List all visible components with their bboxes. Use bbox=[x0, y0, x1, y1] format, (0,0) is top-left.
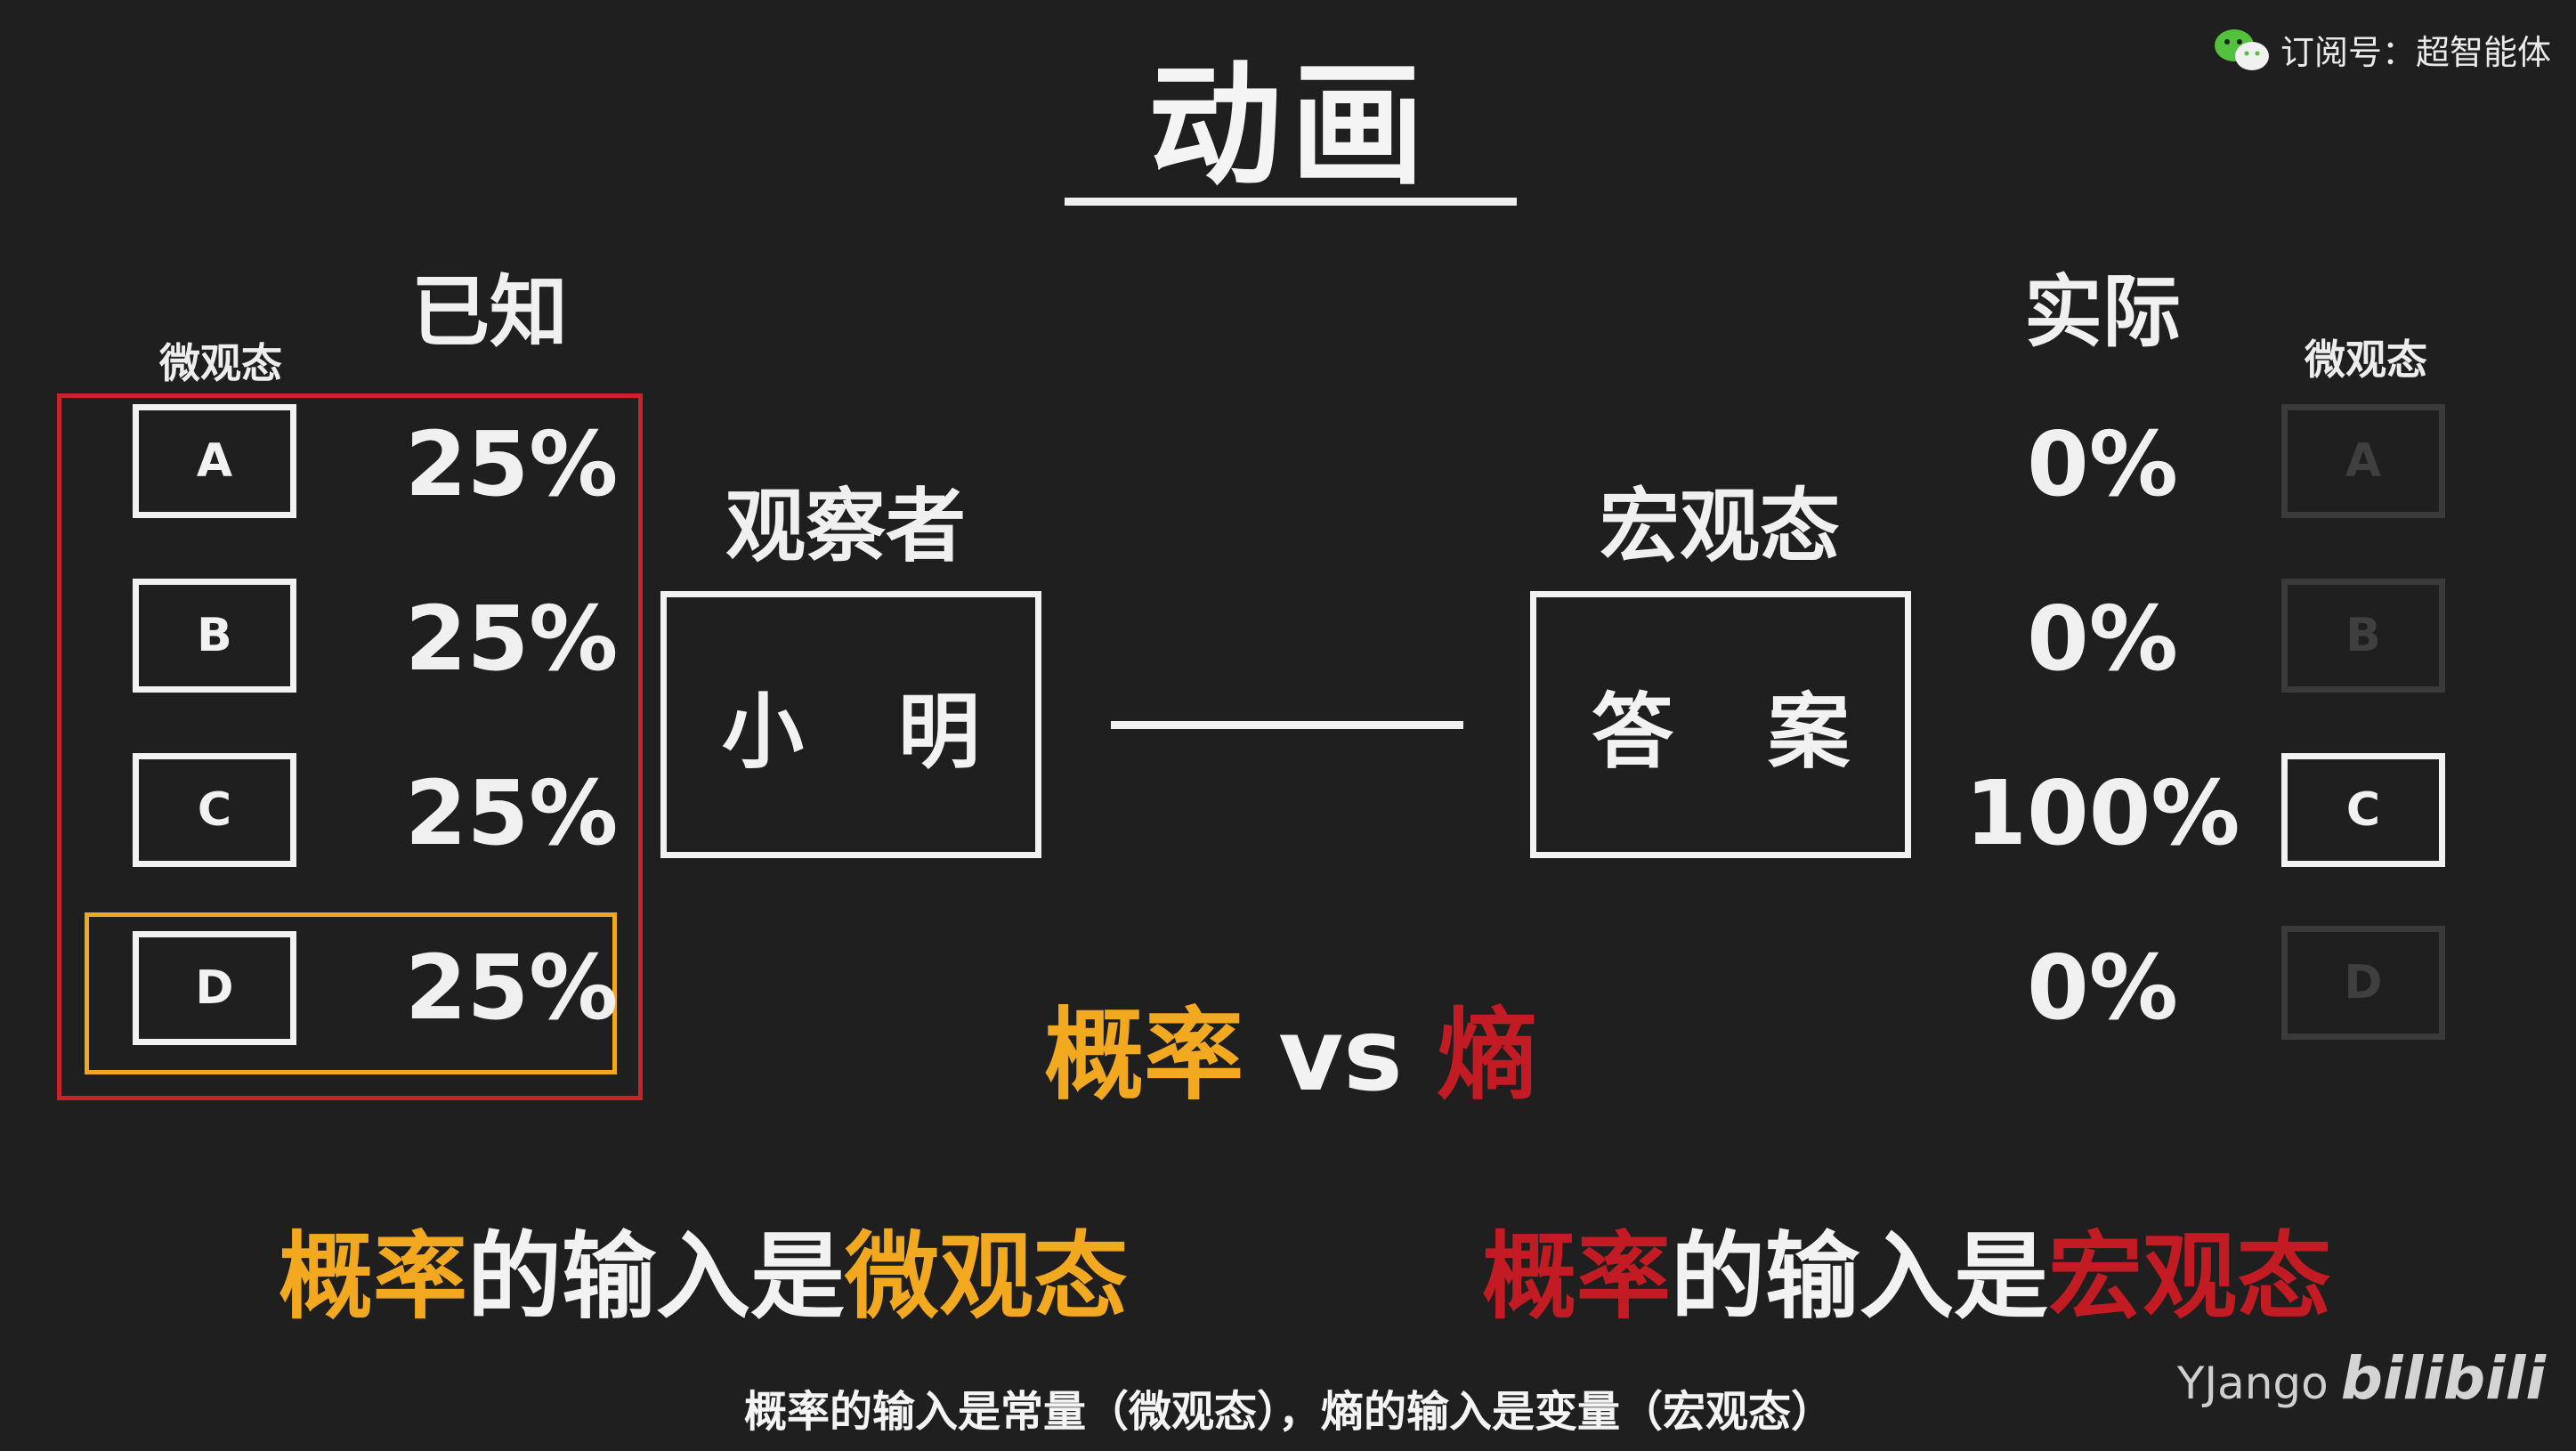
statement-right-c: 宏观态 bbox=[2048, 1222, 2331, 1332]
known-state-d-pct: 25% bbox=[405, 936, 619, 1040]
statement-right-b: 的输入是 bbox=[1671, 1222, 2048, 1332]
actual-state-c-pct: 100% bbox=[1964, 761, 2240, 865]
left-microstate-label: 微观态 bbox=[159, 339, 282, 387]
answer-char-2: 案 bbox=[1767, 684, 1850, 780]
wechat-icon bbox=[2213, 26, 2272, 74]
actual-heading: 实际 bbox=[2023, 266, 2182, 358]
statement-left: 概率的输入是微观态 bbox=[279, 1200, 1128, 1337]
statement-left-a: 概率 bbox=[279, 1222, 467, 1332]
vs-probability: 概率 bbox=[1044, 998, 1244, 1114]
actual-state-d-box: D bbox=[2281, 926, 2445, 1040]
wechat-text: 订阅号：超智能体 bbox=[2280, 33, 2551, 72]
vs-entropy: 熵 bbox=[1437, 998, 1537, 1114]
known-state-a-pct: 25% bbox=[405, 412, 619, 516]
observer-name-char-2: 明 bbox=[897, 684, 980, 780]
actual-state-b-box: B bbox=[2281, 579, 2445, 693]
actual-state-d-pct: 0% bbox=[2027, 936, 2178, 1040]
known-state-d-box: D bbox=[133, 931, 296, 1045]
page-title: 动画 bbox=[1147, 49, 1434, 204]
answer-box: 答 案 bbox=[1530, 591, 1911, 858]
statement-left-c: 微观态 bbox=[845, 1222, 1128, 1332]
known-state-c-pct: 25% bbox=[405, 761, 619, 865]
vs-separator: vs bbox=[1243, 998, 1438, 1114]
title-underline bbox=[1065, 198, 1517, 206]
right-microstate-label: 微观态 bbox=[2305, 336, 2427, 384]
actual-state-a-pct: 0% bbox=[2027, 412, 2178, 516]
channel-brand: YJango bilibili bbox=[2177, 1344, 2546, 1413]
known-state-b-box: B bbox=[133, 579, 296, 693]
answer-char-1: 答 bbox=[1592, 684, 1674, 780]
statement-left-b: 的输入是 bbox=[467, 1222, 845, 1332]
statement-right: 概率的输入是宏观态 bbox=[1482, 1200, 2331, 1337]
observer-box: 小 明 bbox=[660, 591, 1041, 858]
video-subtitle: 概率的输入是常量（微观态），熵的输入是变量（宏观态） bbox=[743, 1387, 1835, 1437]
observer-name-char-1: 小 bbox=[722, 684, 805, 780]
known-state-a-box: A bbox=[133, 404, 296, 518]
actual-state-a-box: A bbox=[2281, 404, 2445, 518]
channel-name: YJango bbox=[2176, 1358, 2329, 1409]
macrostate-heading: 宏观态 bbox=[1600, 480, 1840, 573]
observer-macro-connector bbox=[1111, 721, 1463, 729]
wechat-watermark: 订阅号：超智能体 bbox=[2213, 25, 2551, 74]
statement-right-a: 概率 bbox=[1482, 1222, 1671, 1332]
known-state-b-pct: 25% bbox=[405, 587, 619, 691]
highlight-state-d-frame bbox=[85, 912, 617, 1074]
bilibili-logo: bilibili bbox=[2340, 1344, 2546, 1413]
known-states-frame bbox=[57, 393, 643, 1100]
probability-vs-entropy: 概率 vs 熵 bbox=[1044, 975, 1537, 1119]
actual-state-b-pct: 0% bbox=[2027, 587, 2178, 691]
observer-heading: 观察者 bbox=[725, 480, 966, 573]
actual-state-c-box: C bbox=[2281, 753, 2445, 867]
known-heading: 已知 bbox=[410, 266, 569, 358]
known-state-c-box: C bbox=[133, 753, 296, 867]
